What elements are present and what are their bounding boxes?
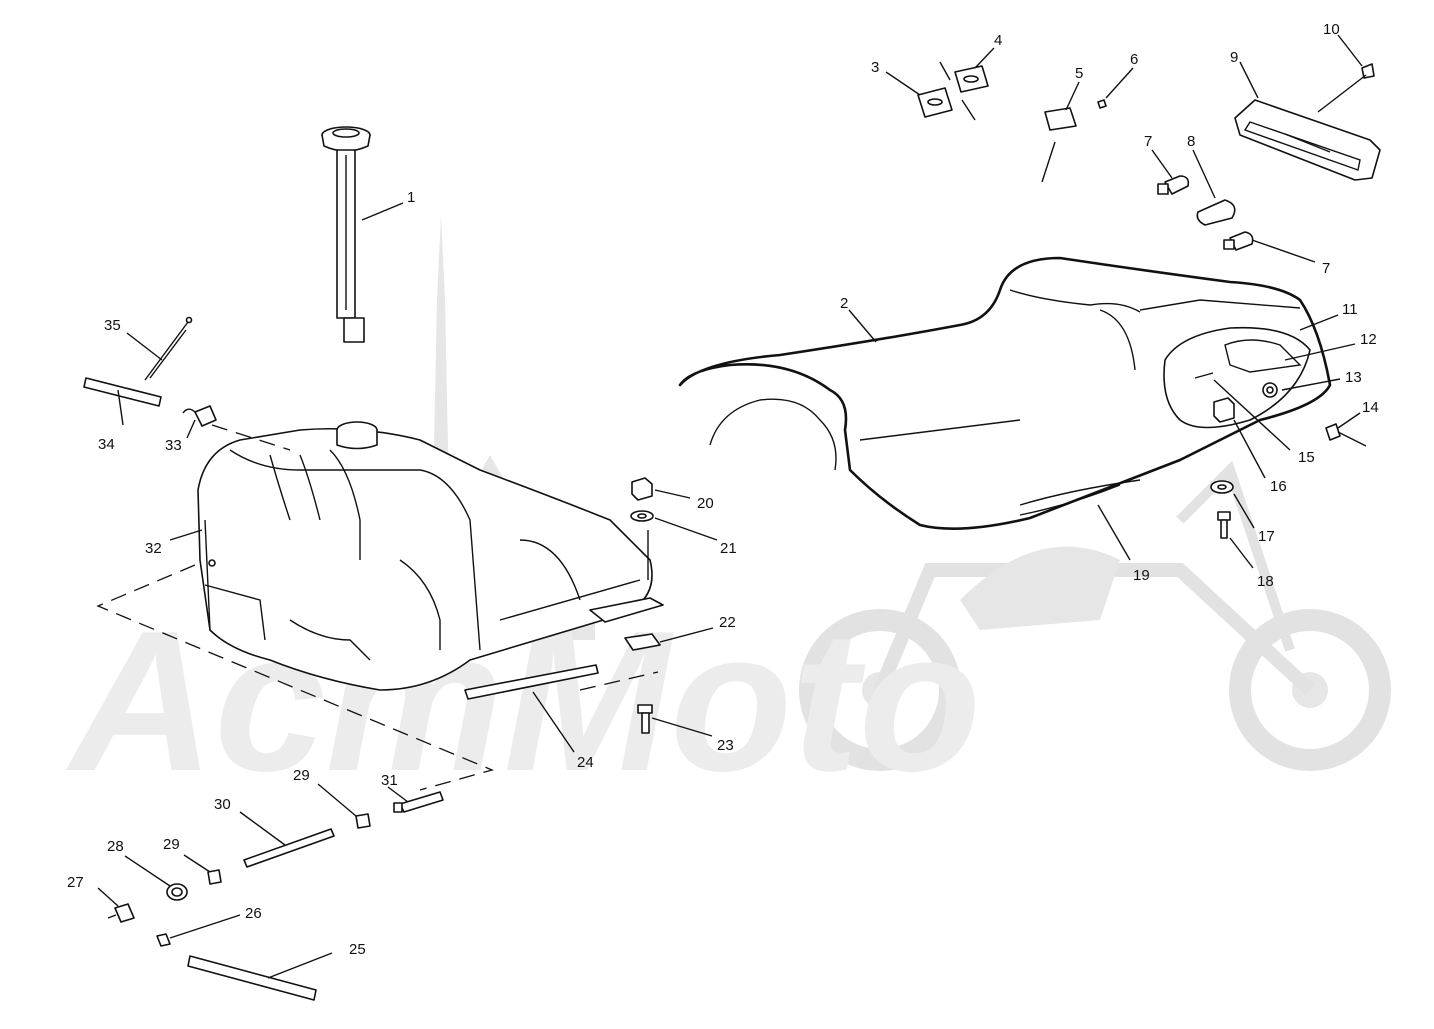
label-part-2: 2 bbox=[840, 295, 848, 312]
taillight-9 bbox=[1234, 99, 1381, 181]
bracket-plate-5 bbox=[1041, 107, 1077, 183]
grommet-28 bbox=[166, 883, 188, 901]
label-part-24: 24 bbox=[577, 754, 594, 771]
label-part-14: 14 bbox=[1362, 399, 1379, 416]
foam-strip-24 bbox=[464, 664, 599, 700]
bulb-7a bbox=[1157, 175, 1190, 195]
washer-21 bbox=[630, 510, 654, 580]
watermark-motorcycle bbox=[799, 460, 1391, 771]
nut-20 bbox=[631, 477, 653, 501]
label-part-29a: 29 bbox=[293, 767, 310, 784]
leader-lines bbox=[97, 34, 1363, 979]
label-part-7b: 7 bbox=[1322, 260, 1330, 277]
label-part-7a: 7 bbox=[1144, 133, 1152, 150]
label-part-10: 10 bbox=[1323, 21, 1340, 38]
label-part-21: 21 bbox=[720, 540, 737, 557]
assembly-dashed-outline bbox=[96, 424, 659, 791]
label-part-28: 28 bbox=[107, 838, 124, 855]
label-part-29b: 29 bbox=[163, 836, 180, 853]
label-part-16: 16 bbox=[1270, 478, 1287, 495]
label-part-34: 34 bbox=[98, 436, 115, 453]
fuel-tank bbox=[197, 421, 664, 691]
screw-6 bbox=[1097, 99, 1107, 109]
label-part-32: 32 bbox=[145, 540, 162, 557]
rod-34 bbox=[83, 377, 162, 407]
pin-31 bbox=[393, 791, 444, 813]
label-part-23: 23 bbox=[717, 737, 734, 754]
clip-35 bbox=[144, 316, 193, 381]
grommet-26 bbox=[156, 933, 171, 947]
fitting-33 bbox=[182, 405, 217, 427]
rod-25 bbox=[187, 955, 317, 1001]
label-part-25: 25 bbox=[349, 941, 366, 958]
bulb-8 bbox=[1196, 199, 1236, 226]
label-part-3: 3 bbox=[871, 59, 879, 76]
label-part-4: 4 bbox=[994, 32, 1002, 49]
label-part-27: 27 bbox=[67, 874, 84, 891]
nut-16 bbox=[1213, 397, 1235, 423]
screw-27 bbox=[107, 903, 135, 923]
rubber-pad-4 bbox=[954, 65, 989, 93]
rubber-pad-3 bbox=[917, 61, 976, 121]
bolt-23 bbox=[637, 704, 653, 734]
label-part-20: 20 bbox=[697, 495, 714, 512]
spacer-29b bbox=[207, 869, 222, 885]
label-part-35: 35 bbox=[104, 317, 121, 334]
label-part-8: 8 bbox=[1187, 133, 1195, 150]
washer-17 bbox=[1210, 480, 1234, 494]
label-part-12: 12 bbox=[1360, 331, 1377, 348]
fuel-gauge-sender bbox=[321, 126, 371, 343]
label-part-19: 19 bbox=[1133, 567, 1150, 584]
label-part-5: 5 bbox=[1075, 65, 1083, 82]
label-part-6: 6 bbox=[1130, 51, 1138, 68]
label-part-1: 1 bbox=[407, 189, 415, 206]
bolt-18 bbox=[1217, 511, 1231, 539]
part-labels: 1 2 3 4 5 6 7 7 8 9 10 11 12 13 14 15 16… bbox=[67, 21, 1379, 958]
label-part-15: 15 bbox=[1298, 449, 1315, 466]
label-part-33: 33 bbox=[165, 437, 182, 454]
bulb-7b bbox=[1223, 231, 1254, 251]
label-part-30: 30 bbox=[214, 796, 231, 813]
pad-22 bbox=[624, 633, 661, 651]
seat bbox=[678, 256, 1332, 531]
label-part-18: 18 bbox=[1257, 573, 1274, 590]
label-part-9: 9 bbox=[1230, 49, 1238, 66]
label-part-13: 13 bbox=[1345, 369, 1362, 386]
label-part-17: 17 bbox=[1258, 528, 1275, 545]
spacer-29a bbox=[355, 813, 371, 829]
label-part-31: 31 bbox=[381, 772, 398, 789]
label-part-11: 11 bbox=[1342, 301, 1358, 318]
label-part-26: 26 bbox=[245, 905, 262, 922]
rod-30 bbox=[243, 828, 335, 868]
screw-10 bbox=[1317, 63, 1375, 113]
screw-14 bbox=[1325, 423, 1367, 447]
label-part-22: 22 bbox=[719, 614, 736, 631]
